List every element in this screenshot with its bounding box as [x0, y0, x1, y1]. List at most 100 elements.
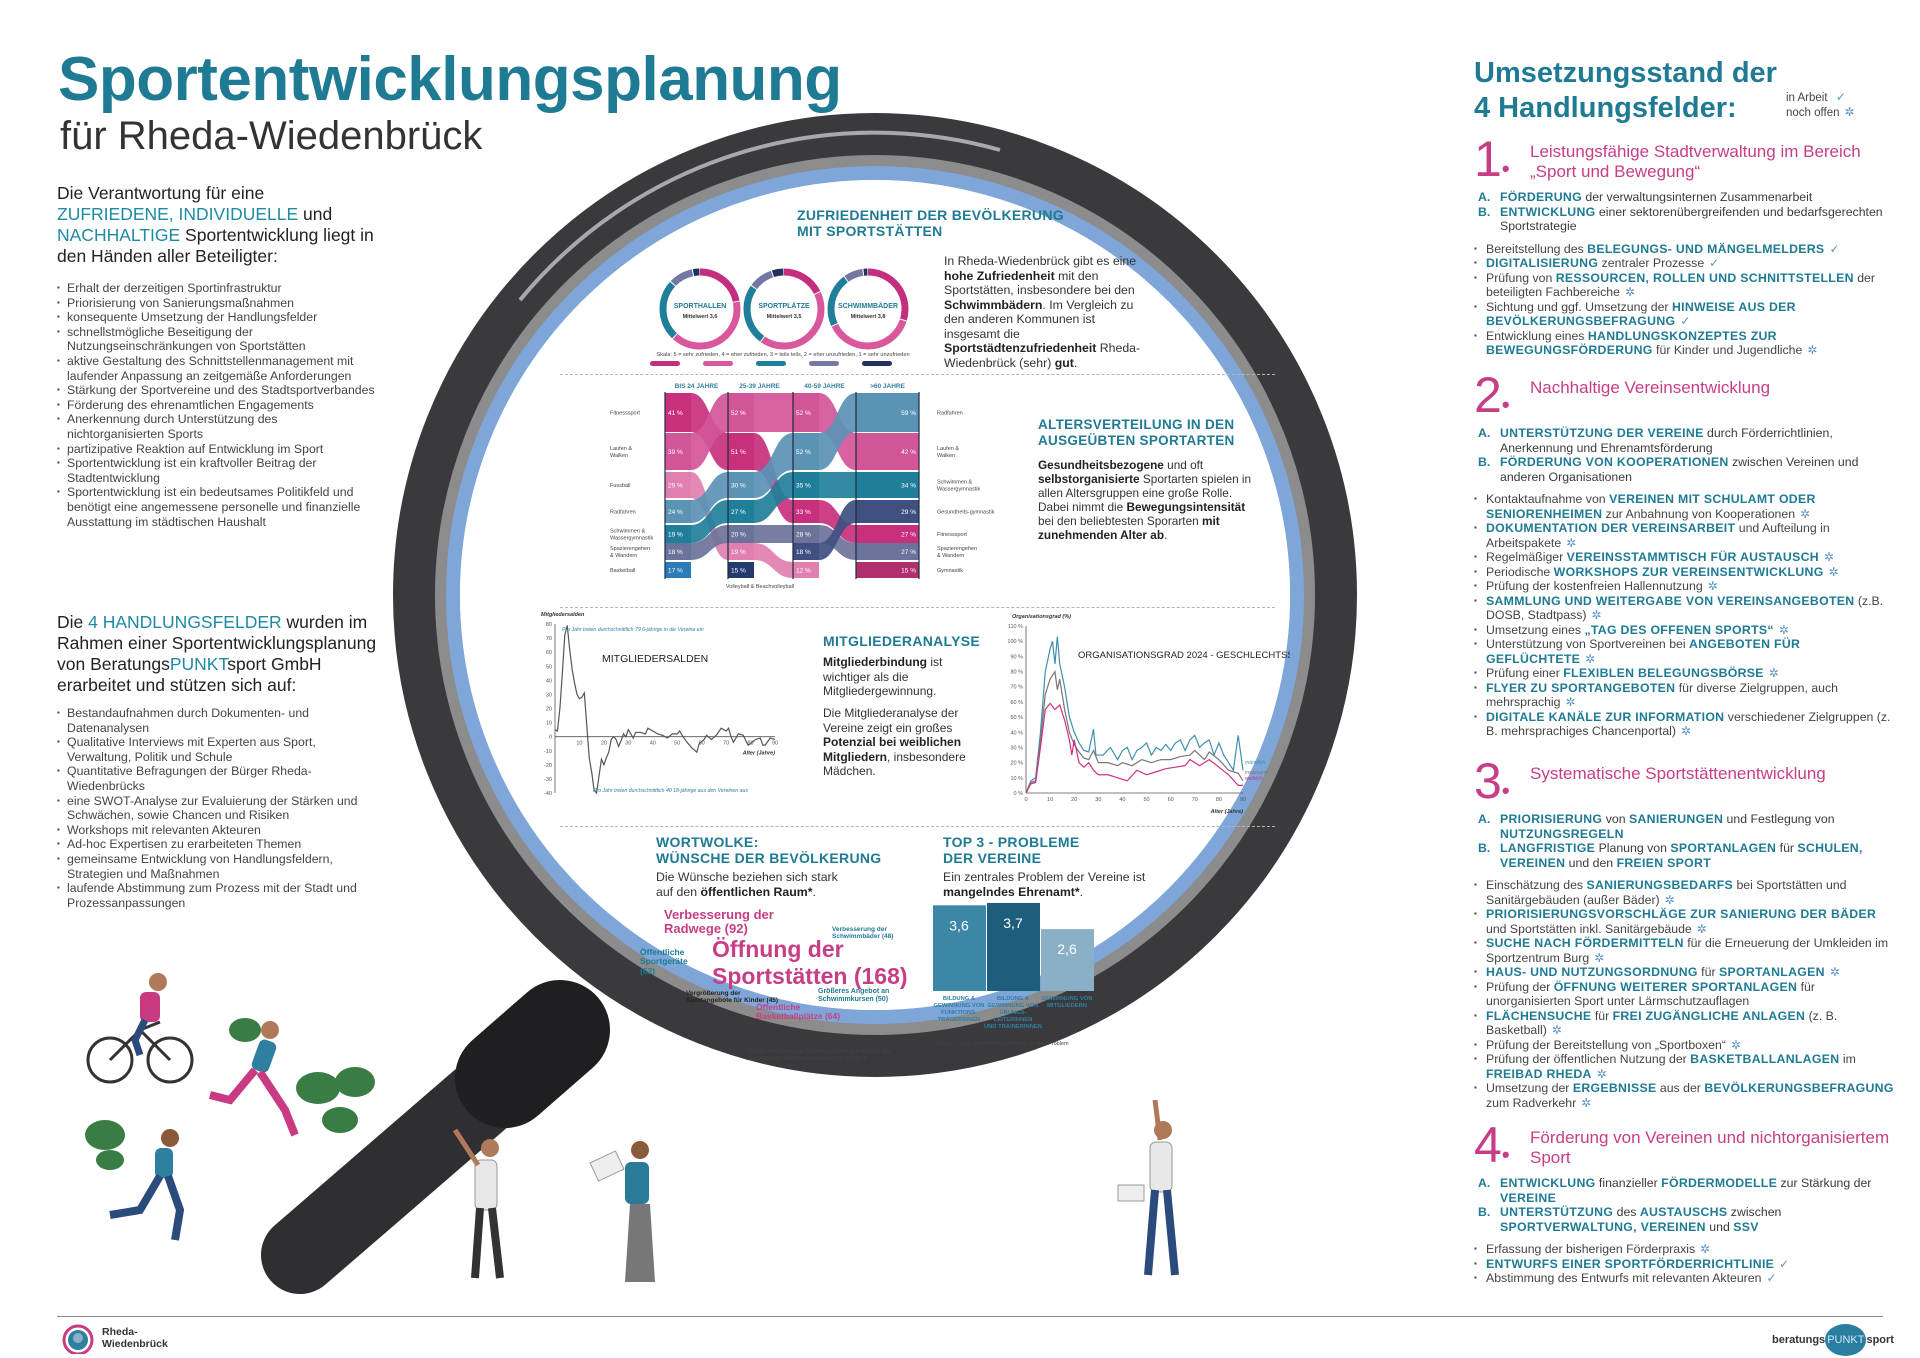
section-number: 2•	[1474, 367, 1510, 423]
text-segment: In Rheda-Wiedenbrück gibt es eine	[944, 254, 1137, 268]
text-segment: durch Förderrichtlinien, Anerkennung und…	[1500, 426, 1833, 455]
highlight-text: Bewegungsintensität	[1126, 500, 1246, 514]
sankey-flow	[691, 500, 728, 543]
highlight-text: mit zunehmenden Alter ab	[1038, 514, 1220, 542]
y-tick-label: 30 %	[1010, 745, 1023, 751]
sankey-value: 52 %	[796, 449, 811, 456]
spinner-icon: ✲	[1700, 1242, 1711, 1256]
list-item: Sportentwicklung ist ein kraftvoller Bei…	[57, 456, 377, 485]
sankey-flow	[819, 525, 856, 560]
city-logo-text: Rheda-Wiedenbrück	[102, 1326, 168, 1350]
sankey-value: 30 %	[731, 483, 746, 490]
spinner-icon: ✲	[1778, 622, 1789, 637]
sport-label-line: Fussball	[610, 483, 630, 489]
x-tick-label: 50	[674, 741, 680, 747]
goal-letter: A.	[1478, 812, 1491, 826]
sankey-cell	[665, 543, 691, 560]
highlight-text: Mitgliederbindung	[823, 655, 927, 669]
measure-item: Sichtung und ggf. Umsetzung der HINWEISE…	[1474, 300, 1894, 329]
bar-category-line: UND TRAINERINNEN	[984, 1024, 1042, 1030]
sankey-cell	[665, 500, 691, 523]
man-lifting-glass	[1117, 1099, 1179, 1276]
y-tick-label: 50 %	[1010, 715, 1023, 721]
y-tick-label: 40	[546, 678, 552, 684]
text-segment: von	[1602, 812, 1629, 826]
list-item: Erhalt der derzeitigen Sportinfrastruktu…	[57, 281, 377, 296]
goal-item: B.LANGFRISTIGE Planung von SPORTANLAGEN …	[1474, 841, 1894, 870]
age-group-header: 25-39 JAHRE	[739, 383, 780, 390]
bar-category-line: GEWINNUNG VON	[988, 1003, 1039, 1009]
list-item: aktive Gestaltung des Schnittstellenmana…	[57, 354, 377, 383]
scale-swatch	[862, 361, 892, 366]
text-segment: .	[1164, 528, 1168, 542]
legend-done-label: in Arbeit	[1786, 92, 1828, 104]
list-item: schnellstmögliche Beseitigung der Nutzun…	[57, 325, 377, 354]
sankey-cell	[728, 472, 754, 498]
text-segment: Prüfung der Bereitstellung von „Sportbox…	[1486, 1037, 1726, 1052]
x-tick-label: 20	[1071, 797, 1077, 803]
sankey-cell	[856, 525, 919, 543]
highlight-text: WORKSHOPS ZUR VEREINSENTWICKLUNG	[1553, 564, 1824, 579]
x-tick-label: 0	[1024, 797, 1027, 803]
bar-category-line: BILDUNG &	[943, 996, 975, 1002]
text-segment: .	[812, 884, 816, 899]
text-segment: und oft	[1163, 458, 1204, 472]
highlight-text: VEREINE	[1500, 1190, 1557, 1205]
status-title-line: 4 Handlungsfelder:	[1474, 92, 1737, 124]
list-item: konsequente Umsetzung der Handlungsfelde…	[57, 310, 377, 325]
list-item: Stärkung der Sportvereine und des Stadts…	[57, 383, 377, 398]
y-tick-label: 20 %	[1010, 761, 1023, 767]
highlight-text: VEREINEN MIT SCHULAMT ODER SENIORENHEIME…	[1486, 492, 1816, 521]
sport-label-line: Fitnesssport	[610, 411, 640, 417]
spinner-icon: ✲	[1800, 506, 1811, 521]
chart-title: ORGANISATIONSGRAD 2024 - GESCHLECHTSSPEZ…	[1078, 650, 1290, 661]
list-item: Anerkennung durch Unterstützung des nich…	[57, 412, 377, 441]
spinner-icon: ✲	[1828, 564, 1839, 579]
series-line-Mitgliedersalden	[554, 625, 776, 795]
donut-label: SPORTPLÄTZE	[758, 302, 810, 310]
highlight-text: ÖFFNUNG WEITERER SPORTANLAGEN	[1553, 979, 1798, 994]
city-logo-icon	[62, 1324, 94, 1354]
sankey-bottom-label: Volleyball & Beachvolleyball	[726, 584, 794, 590]
text-segment: Kontaktaufnahme von	[1486, 492, 1610, 506]
members-p1: Mitgliederbindung ist wichtiger als die …	[823, 655, 973, 699]
text-segment: mit den Sportstätten, insbesondere bei d…	[944, 268, 1135, 298]
spinner-icon: ✲	[1696, 921, 1707, 936]
status-legend: in Arbeit ✓ noch offen✲	[1786, 90, 1855, 120]
satisfaction-title: ZUFRIEDENHEIT DER BEVÖLKERUNG MIT SPORTS…	[797, 207, 1064, 239]
sport-label-line: Schwimmen &	[610, 529, 645, 535]
spinner-icon: ✲	[1591, 608, 1602, 622]
highlight-text: FREI ZUGÄNGLICHE ANLAGEN	[1612, 1008, 1806, 1023]
check-icon: ✓	[1709, 256, 1720, 270]
sankey-cell	[793, 393, 819, 432]
check-icon: ✓	[1766, 1271, 1777, 1285]
bar-value-label: 2,6	[1057, 941, 1077, 957]
donut-segment	[827, 268, 909, 350]
highlight-text: SPORTVERWALTUNG, VEREINEN	[1500, 1219, 1706, 1234]
highlight-text: FREIBAD RHEDA	[1486, 1066, 1592, 1081]
highlight-text: SUCHE NACH FÖRDERMITTELN	[1486, 936, 1684, 950]
donut-mean: Mittelwert 3,5	[767, 314, 802, 320]
sankey-flow	[819, 500, 856, 560]
y-tick-label: -10	[544, 749, 552, 755]
spinner-icon: ✲	[1551, 1023, 1562, 1037]
text-segment: zur Stärkung der	[1777, 1176, 1872, 1190]
sankey-flow	[691, 472, 728, 523]
spinner-icon: ✲	[1625, 285, 1636, 299]
sport-label-line: Basketball	[610, 568, 635, 574]
y-tick-label: 10 %	[1010, 776, 1023, 782]
text-segment: (z. B. Basketball)	[1486, 1008, 1838, 1038]
sankey-value: 35 %	[796, 483, 811, 490]
problem-bar	[987, 902, 1040, 991]
highlight-text: FÖRDERMODELLE	[1661, 1176, 1778, 1190]
x-tick-label: 70	[1192, 797, 1198, 803]
runner-woman	[209, 1021, 299, 1137]
check-icon: ✓	[1779, 1256, 1790, 1271]
text-segment: Prüfung der öffentlichen Nutzung der	[1486, 1052, 1691, 1066]
measure-item: Einschätzung des SANIERUNGSBEDARFS bei S…	[1474, 878, 1894, 907]
highlight-text: NUTZUNGSREGELN	[1500, 826, 1624, 841]
highlight-text: SAMMLUNG UND WEITERGABE VON VEREINSANGEB…	[1486, 593, 1855, 608]
sankey-flow	[691, 525, 728, 560]
